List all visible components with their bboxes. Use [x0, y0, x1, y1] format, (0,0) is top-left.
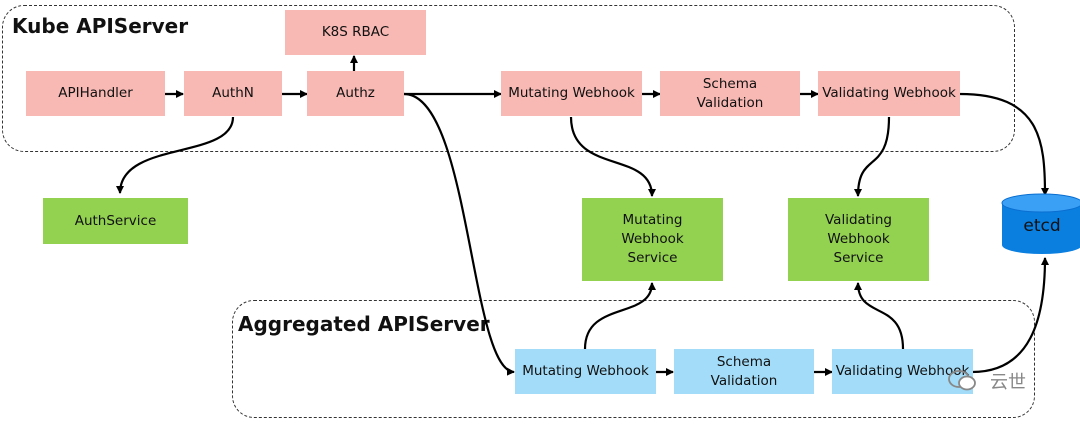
arrow-authn-authservice [116, 116, 235, 194]
authz-node: Authz [307, 71, 404, 116]
watermark-text: 云世 [990, 372, 1026, 393]
validating-webhook-service-node: Validating Webhook Service [788, 198, 929, 281]
authservice-node: AuthService [43, 198, 188, 244]
watermark-icon [948, 369, 976, 391]
schema-validation-node: Schema Validation [660, 71, 800, 116]
mutating-webhook-node: Mutating Webhook [501, 71, 642, 116]
arrow-agg-validating-service [854, 282, 905, 350]
aggregated-apiserver-title: Aggregated APIServer [238, 312, 490, 336]
kube-apiserver-group [2, 5, 1015, 152]
etcd-label: etcd [1023, 216, 1061, 236]
aggregated-apiserver-group [232, 300, 1035, 418]
aggregated-mutating-webhook-node: Mutating Webhook [515, 349, 656, 394]
authn-node: AuthN [184, 71, 282, 116]
aggregated-schema-validation-node: Schema Validation [674, 349, 814, 394]
arrow-agg-validating-etcd [971, 257, 1049, 374]
aggregated-validating-webhook-node: Validating Webhook [832, 349, 973, 394]
arrow-validating-etcd [959, 92, 1049, 196]
k8s-rbac-node: K8S RBAC [285, 10, 426, 55]
arrow-agg-mutating-service [583, 282, 656, 350]
apihandler-node: APIHandler [26, 71, 165, 116]
arrow-validating-service [854, 116, 891, 197]
arrow-mutating-service [569, 116, 656, 197]
kube-apiserver-title: Kube APIServer [12, 14, 189, 38]
etcd-cylinder [1001, 193, 1080, 254]
arrow-authz-aggregated [403, 92, 515, 376]
validating-webhook-node: Validating Webhook [818, 71, 960, 116]
mutating-webhook-service-node: Mutating Webhook Service [582, 198, 723, 281]
